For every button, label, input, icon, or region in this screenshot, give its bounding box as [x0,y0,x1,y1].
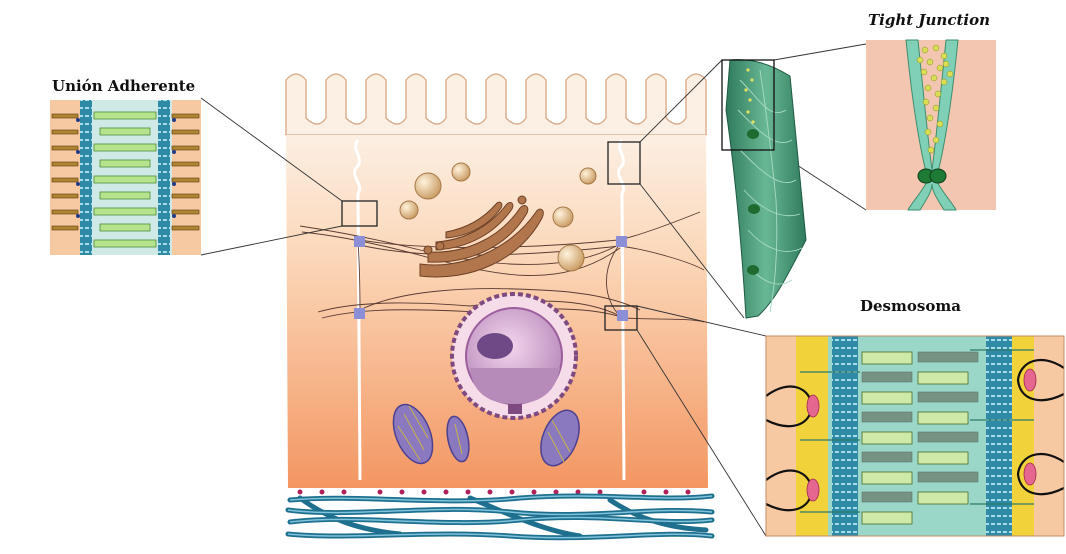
adherens-junction-panel [50,100,201,255]
nucleus [452,294,576,418]
tight-junction-membrane-3d [722,60,806,318]
basement-membrane-fibers [288,496,712,538]
desmosome-spot [354,308,365,319]
desmosome-spot [617,310,628,321]
nucleolus [477,333,513,359]
desmosome-label: Desmosoma [860,297,961,315]
desmosome-spot [616,236,627,247]
adherens-junction-label: Unión Adherente [52,77,195,95]
tight-junction-panel [866,40,996,210]
hemidesmosomes [298,490,691,495]
tight-junction-label: Tight Junction [868,11,990,29]
desmosome-panel [766,336,1064,536]
desmosome-spot [354,236,365,247]
microvilli [286,74,706,135]
